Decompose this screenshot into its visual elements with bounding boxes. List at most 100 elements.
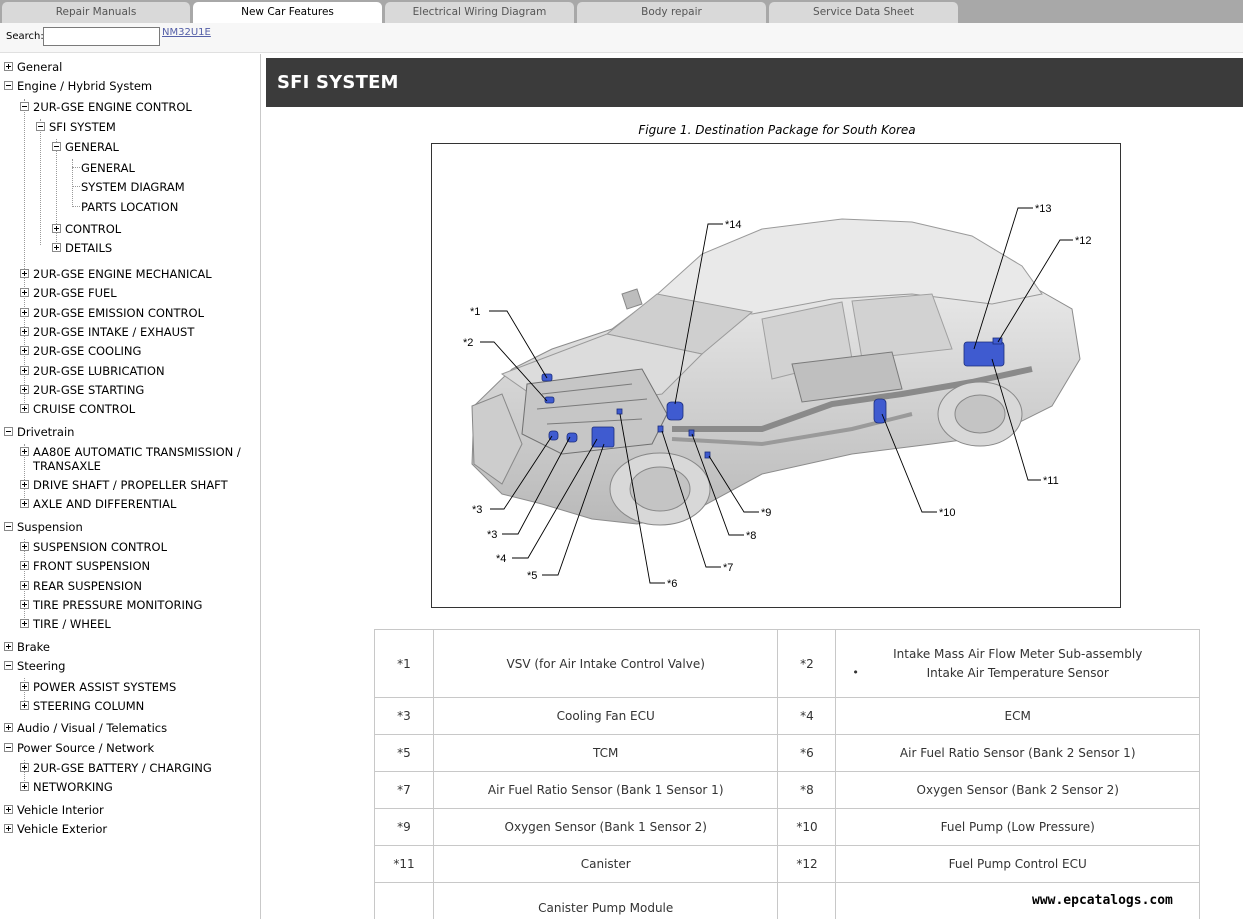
callout-label: *7	[723, 562, 733, 574]
callout-label: *5	[527, 570, 537, 582]
expand-icon[interactable]	[20, 561, 29, 570]
expand-icon[interactable]	[20, 327, 29, 336]
tree-item-vehicle-interior[interactable]: Vehicle Interior	[17, 803, 104, 817]
tree-item-rear-suspension[interactable]: REAR SUSPENSION	[33, 579, 142, 593]
expand-icon[interactable]	[52, 224, 61, 233]
tab-repair-manuals[interactable]: Repair Manuals	[2, 2, 190, 23]
tree-item-engine-mechanical[interactable]: 2UR-GSE ENGINE MECHANICAL	[33, 267, 212, 281]
expand-icon[interactable]	[20, 269, 29, 278]
tree-item-emission-control[interactable]: 2UR-GSE EMISSION CONTROL	[33, 306, 205, 320]
tree-item-engine-hybrid-system[interactable]: Engine / Hybrid System	[17, 79, 153, 93]
part-name-cell: Intake Mass Air Flow Meter Sub-assembly …	[835, 629, 1200, 698]
callout-label: *1	[470, 306, 480, 318]
tree-item-audio-visual[interactable]: Audio / Visual / Telematics	[17, 721, 168, 735]
leader-lines	[480, 207, 1073, 584]
callout-label: *3	[472, 504, 482, 516]
expand-icon[interactable]	[20, 447, 29, 456]
collapse-icon[interactable]	[36, 122, 45, 131]
tree-item-suspension-control[interactable]: SUSPENSION CONTROL	[33, 540, 167, 554]
tree-item-details[interactable]: DETAILS	[65, 241, 113, 255]
collapse-icon[interactable]	[4, 427, 13, 436]
tree-item-intake-exhaust[interactable]: 2UR-GSE INTAKE / EXHAUST	[33, 325, 195, 339]
expand-icon[interactable]	[20, 682, 29, 691]
part-number: *4	[777, 697, 837, 735]
expand-icon[interactable]	[20, 701, 29, 710]
tree-item-cooling[interactable]: 2UR-GSE COOLING	[33, 344, 142, 358]
tree-item-suspension[interactable]: Suspension	[17, 520, 83, 534]
tree-item-engine-control[interactable]: 2UR-GSE ENGINE CONTROL	[33, 100, 192, 114]
tree-item-networking[interactable]: NETWORKING	[33, 780, 113, 794]
search-input[interactable]	[43, 27, 160, 46]
tree-item-lubrication[interactable]: 2UR-GSE LUBRICATION	[33, 364, 165, 378]
part-number: *8	[777, 771, 837, 809]
callout-label: *12	[1075, 235, 1092, 247]
tree-item-general-folder[interactable]: GENERAL	[65, 140, 119, 154]
table-row: *5 TCM *6 Air Fuel Ratio Sensor (Bank 2 …	[374, 734, 1200, 772]
collapse-icon[interactable]	[4, 661, 13, 670]
tree-item-automatic-transmission[interactable]: AA80E AUTOMATIC TRANSMISSION / TRANSAXLE	[33, 445, 241, 473]
tree-item-general[interactable]: General	[17, 60, 63, 74]
expand-icon[interactable]	[4, 62, 13, 71]
tree-item-drive-shaft[interactable]: DRIVE SHAFT / PROPELLER SHAFT	[33, 478, 228, 492]
collapse-icon[interactable]	[4, 522, 13, 531]
expand-icon[interactable]	[20, 346, 29, 355]
expand-icon[interactable]	[20, 308, 29, 317]
tree-item-general-leaf[interactable]: GENERAL	[81, 161, 135, 175]
navigation-tree: General Engine / Hybrid System 2UR-GSE E…	[0, 54, 261, 919]
collapse-icon[interactable]	[52, 142, 61, 151]
expand-icon[interactable]	[20, 404, 29, 413]
tab-body-repair[interactable]: Body repair	[577, 2, 766, 23]
bullet-icon: •	[852, 666, 859, 679]
expand-icon[interactable]	[20, 763, 29, 772]
part-name: Fuel Pump (Low Pressure)	[835, 808, 1200, 846]
part-number: *9	[374, 808, 434, 846]
tree-item-brake[interactable]: Brake	[17, 640, 50, 654]
document-code-link[interactable]: NM32U1E	[162, 27, 211, 38]
tree-item-fuel[interactable]: 2UR-GSE FUEL	[33, 286, 117, 300]
tree-item-sfi-system[interactable]: SFI SYSTEM	[49, 120, 116, 134]
expand-icon[interactable]	[20, 542, 29, 551]
expand-icon[interactable]	[4, 642, 13, 651]
tree-item-starting[interactable]: 2UR-GSE STARTING	[33, 383, 145, 397]
expand-icon[interactable]	[20, 499, 29, 508]
expand-icon[interactable]	[20, 480, 29, 489]
tree-item-power-source[interactable]: Power Source / Network	[17, 741, 155, 755]
collapse-icon[interactable]	[20, 102, 29, 111]
expand-icon[interactable]	[20, 600, 29, 609]
tree-item-vehicle-exterior[interactable]: Vehicle Exterior	[17, 822, 108, 836]
part-name: Oxygen Sensor (Bank 1 Sensor 2)	[432, 808, 779, 846]
expand-icon[interactable]	[20, 385, 29, 394]
part-name: Cooling Fan ECU	[432, 697, 779, 735]
tree-item-power-assist[interactable]: POWER ASSIST SYSTEMS	[33, 680, 177, 694]
tree-item-steering[interactable]: Steering	[17, 659, 66, 673]
expand-icon[interactable]	[4, 723, 13, 732]
collapse-icon[interactable]	[4, 81, 13, 90]
tab-service-data-sheet[interactable]: Service Data Sheet	[769, 2, 958, 23]
expand-icon[interactable]	[20, 366, 29, 375]
expand-icon[interactable]	[20, 581, 29, 590]
tree-item-parts-location[interactable]: PARTS LOCATION	[81, 200, 179, 214]
tree-item-system-diagram[interactable]: SYSTEM DIAGRAM	[81, 180, 185, 194]
expand-icon[interactable]	[20, 782, 29, 791]
parts-location-figure: *1 *2 *3 *3 *4 *5 *6 *7 *8 *9 *10 *11 *1…	[431, 143, 1121, 608]
tab-new-car-features[interactable]: New Car Features	[193, 2, 382, 23]
tree-item-control[interactable]: CONTROL	[65, 222, 122, 236]
collapse-icon[interactable]	[4, 743, 13, 752]
tree-item-cruise-control[interactable]: CRUISE CONTROL	[33, 402, 136, 416]
tree-item-front-suspension[interactable]: FRONT SUSPENSION	[33, 559, 151, 573]
callout-label: *9	[761, 507, 771, 519]
page-title: SFI SYSTEM	[277, 72, 399, 93]
expand-icon[interactable]	[4, 805, 13, 814]
part-number: *3	[374, 697, 434, 735]
tab-electrical-wiring-diagram[interactable]: Electrical Wiring Diagram	[385, 2, 574, 23]
tree-item-axle-differential[interactable]: AXLE AND DIFFERENTIAL	[33, 497, 177, 511]
expand-icon[interactable]	[20, 288, 29, 297]
expand-icon[interactable]	[4, 824, 13, 833]
tree-item-drivetrain[interactable]: Drivetrain	[17, 425, 75, 439]
tree-item-tire-wheel[interactable]: TIRE / WHEEL	[33, 617, 111, 631]
tree-item-tire-pressure[interactable]: TIRE PRESSURE MONITORING	[33, 598, 203, 612]
tree-item-battery-charging[interactable]: 2UR-GSE BATTERY / CHARGING	[33, 761, 212, 775]
expand-icon[interactable]	[20, 619, 29, 628]
expand-icon[interactable]	[52, 243, 61, 252]
tree-item-steering-column[interactable]: STEERING COLUMN	[33, 699, 145, 713]
